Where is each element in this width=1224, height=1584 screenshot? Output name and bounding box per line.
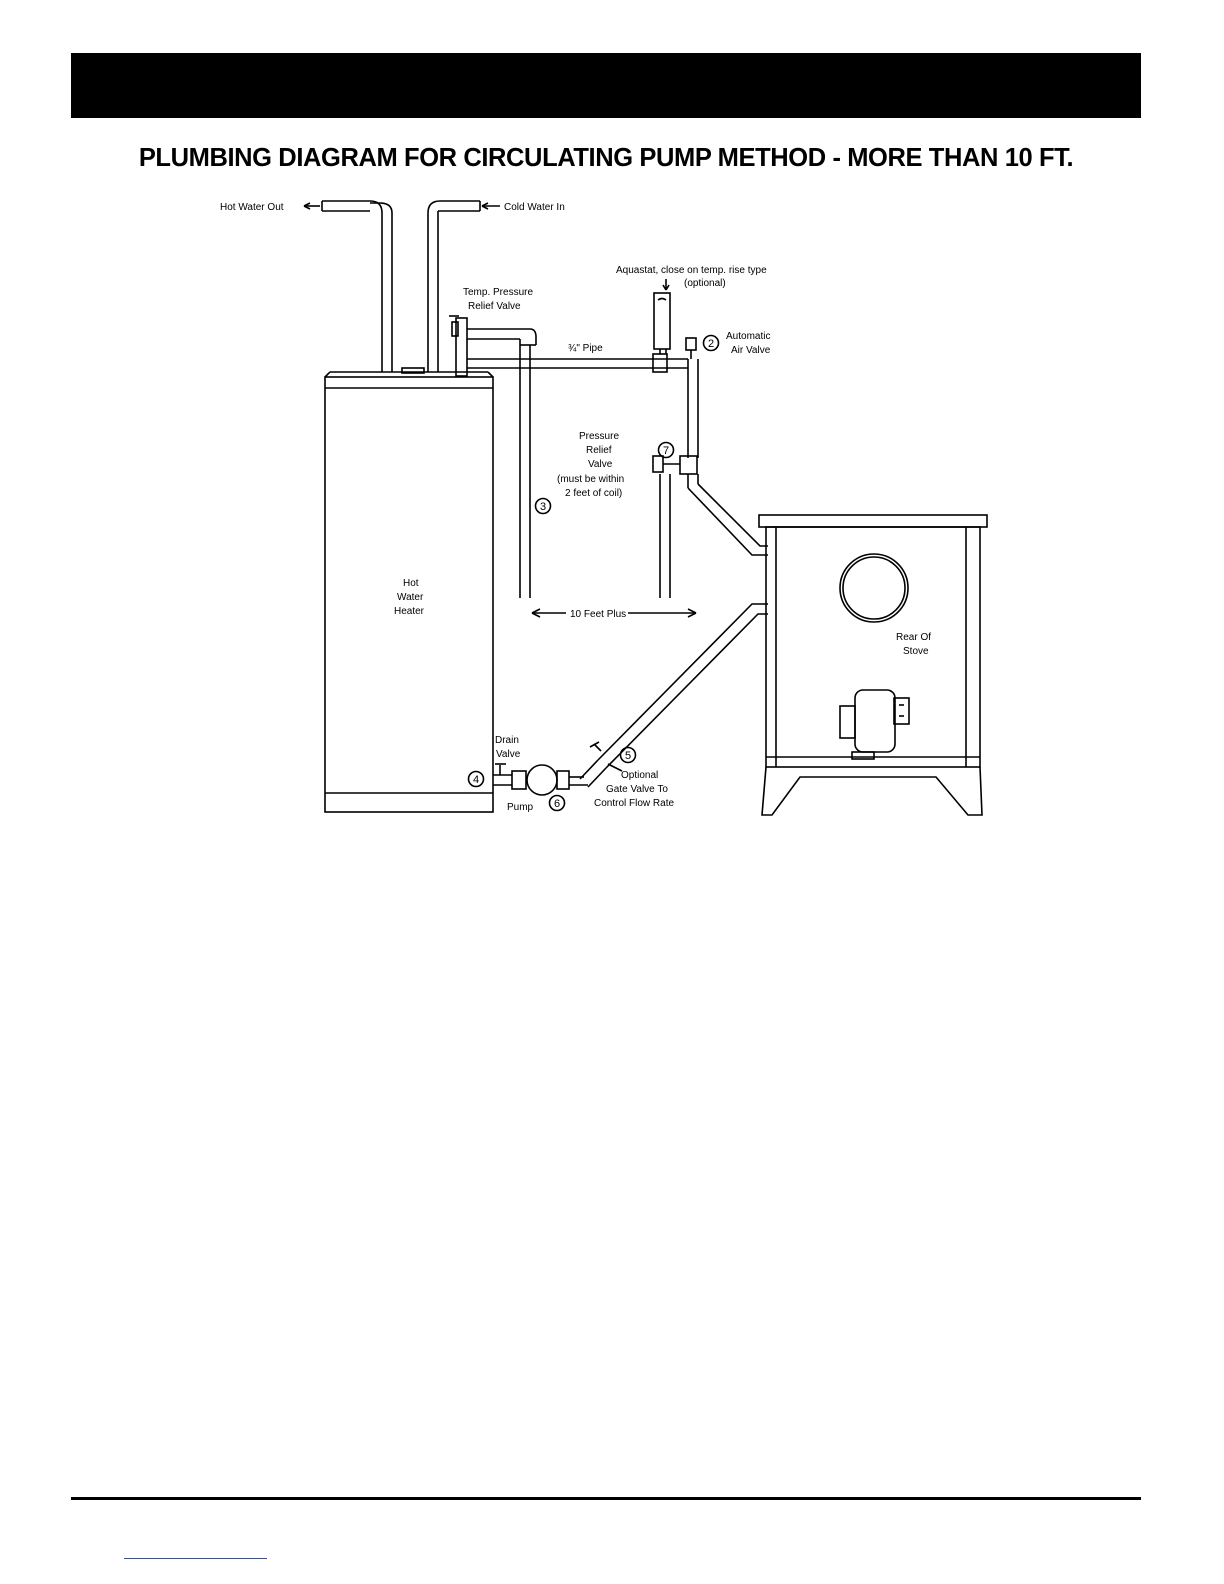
label-pressure-relief-3: Valve — [588, 459, 613, 470]
callout-5-icon — [619, 746, 637, 764]
label-temp-relief-2: Relief Valve — [468, 301, 521, 312]
label-gate-2: Gate Valve To — [606, 784, 668, 795]
footer-link[interactable] — [124, 1558, 267, 1559]
label-pressure-relief-1: Pressure — [579, 431, 619, 442]
distance-dimension — [531, 608, 697, 618]
pump — [493, 764, 588, 796]
flow-arrows — [303, 202, 670, 772]
drain-valve — [495, 763, 506, 775]
gate-valve — [589, 741, 602, 752]
label-drain-2: Valve — [496, 749, 521, 760]
automatic-air-valve — [685, 337, 697, 359]
callout-6-icon — [548, 794, 566, 812]
label-gate-1: Optional — [621, 770, 658, 781]
label-stove-1: Rear Of — [896, 632, 931, 643]
callout-4: 4 — [473, 774, 479, 786]
label-pressure-relief-5: 2 feet of coil) — [565, 488, 622, 499]
stove — [758, 514, 988, 816]
blower-icon — [839, 689, 910, 760]
three-quarter-pipe — [467, 353, 688, 373]
cold-water-in-pipe — [427, 200, 481, 372]
label-distance: 10 Feet Plus — [570, 609, 626, 620]
label-pump: Pump — [507, 802, 534, 813]
label-drain-1: Drain — [495, 735, 519, 746]
callout-2: 2 — [708, 338, 714, 350]
label-cold-water-in: Cold Water In — [504, 202, 565, 213]
label-aquastat-2: (optional) — [684, 278, 726, 289]
footer-rule — [71, 1497, 1141, 1500]
callout-7: 7 — [663, 445, 669, 457]
aquastat — [653, 292, 671, 354]
callout-3: 3 — [540, 501, 546, 513]
header-bar — [71, 53, 1141, 118]
label-heater-1: Hot — [403, 578, 419, 589]
hot-water-out-pipe — [321, 200, 393, 372]
callout-3-icon — [534, 497, 552, 515]
hot-water-heater — [324, 367, 494, 813]
label-heater-3: Heater — [394, 606, 425, 617]
label-stove-2: Stove — [903, 646, 929, 657]
label-pressure-relief-4: (must be within — [557, 474, 624, 485]
callout-6: 6 — [554, 798, 560, 810]
label-pipe-size: ¾" Pipe — [568, 343, 603, 354]
supply-riser — [652, 359, 768, 598]
callout-2-icon — [702, 334, 720, 352]
label-temp-relief-1: Temp. Pressure — [463, 287, 533, 298]
return-pipe — [579, 603, 768, 788]
callout-4-icon — [467, 770, 485, 788]
label-aquastat-1: Aquastat, close on temp. rise type — [616, 265, 767, 276]
temp-pressure-relief-valve — [449, 315, 537, 598]
callout-7-icon — [657, 441, 675, 459]
label-automatic-1: Automatic — [726, 331, 770, 342]
callout-5: 5 — [625, 750, 631, 762]
label-automatic-2: Air Valve — [731, 345, 771, 356]
label-hot-water-out: Hot Water Out — [220, 202, 284, 213]
label-gate-3: Control Flow Rate — [594, 798, 674, 809]
label-heater-2: Water — [397, 592, 424, 603]
label-pressure-relief-2: Relief — [586, 445, 612, 456]
page-title: PLUMBING DIAGRAM FOR CIRCULATING PUMP ME… — [138, 144, 1074, 172]
